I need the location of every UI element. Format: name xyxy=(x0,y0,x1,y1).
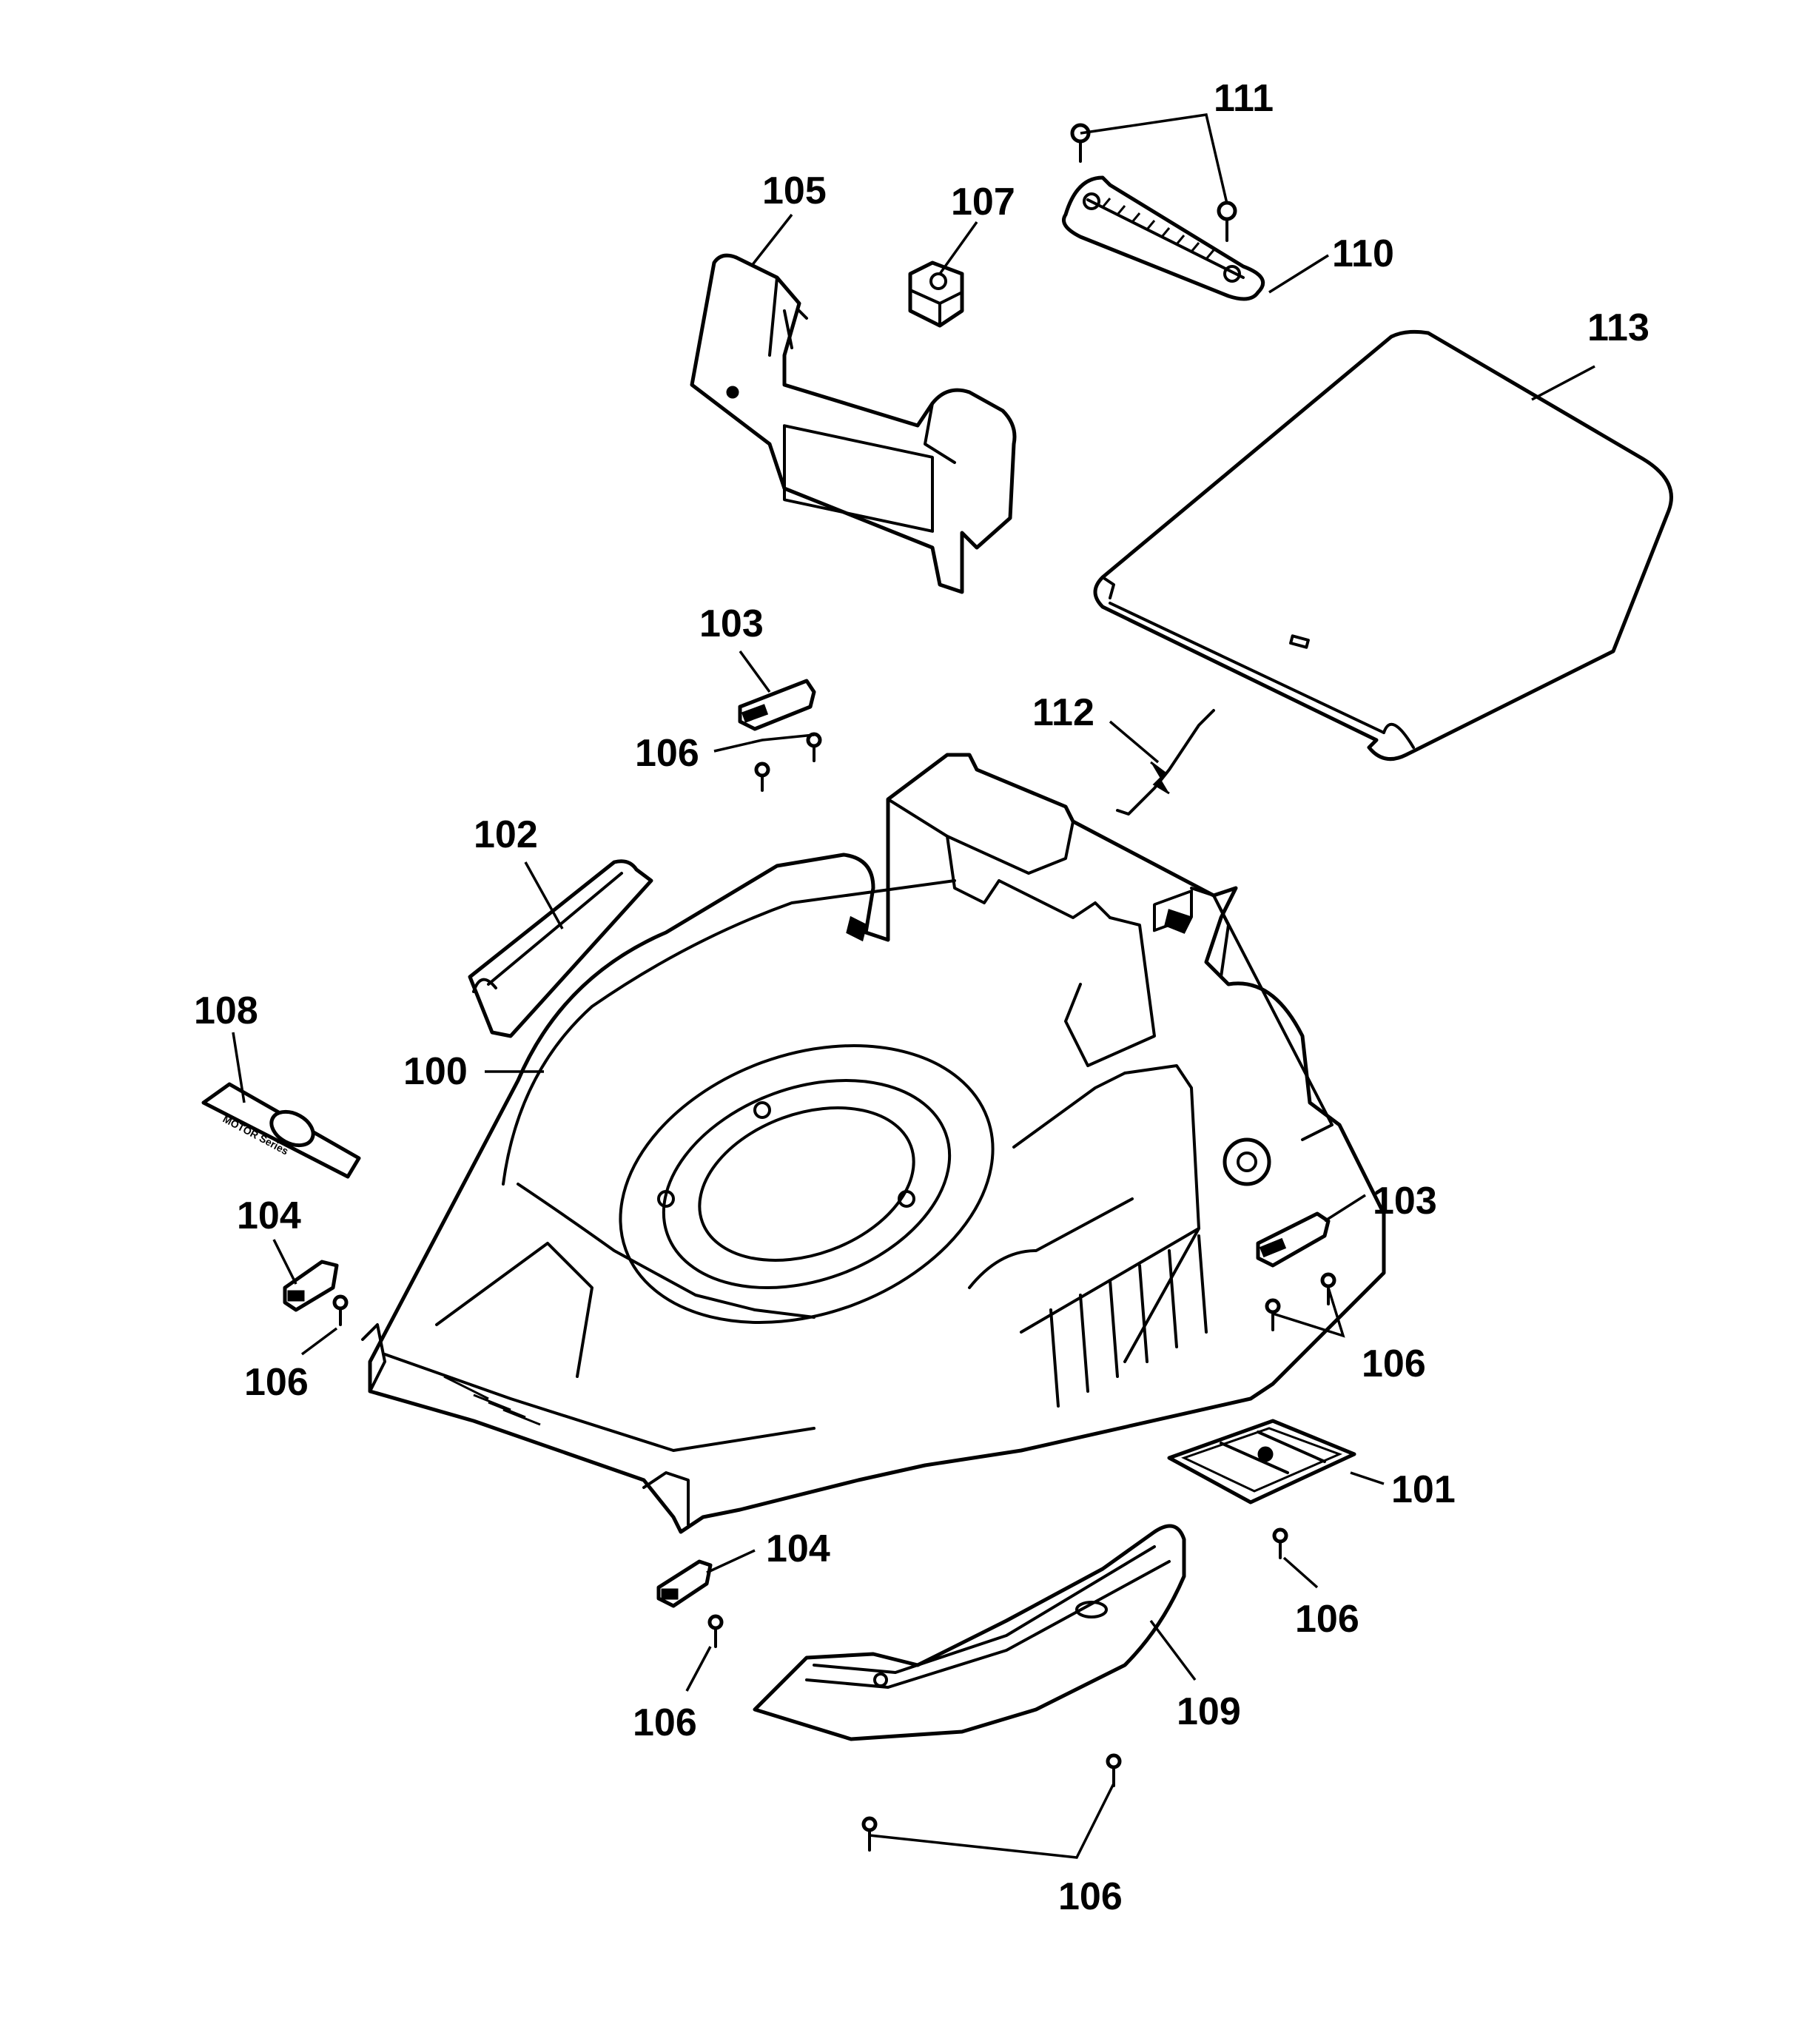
part-101-plate xyxy=(1167,1419,1356,1505)
part-106-screw-lowright xyxy=(1272,1527,1288,1559)
part-105-rear-housing xyxy=(690,253,1017,594)
part-106-screw-left xyxy=(332,1294,349,1326)
callout-106-bottom: 106 xyxy=(1058,1875,1123,1918)
callout-103-top: 103 xyxy=(699,602,764,645)
part-100-deck-housing xyxy=(361,753,1386,1534)
callout-111: 111 xyxy=(1214,77,1274,120)
callout-101: 101 xyxy=(1391,1468,1456,1511)
part-103-clip-right xyxy=(1256,1211,1331,1268)
part-110-handle xyxy=(1062,175,1265,301)
callout-100: 100 xyxy=(403,1050,468,1093)
callout-110: 110 xyxy=(1332,232,1394,275)
side-ribs xyxy=(1049,1234,1208,1408)
part-112-spring xyxy=(1116,709,1215,816)
front-vent-slots xyxy=(443,1375,541,1426)
callout-106-right: 106 xyxy=(1362,1342,1426,1385)
callout-106-lowright: 106 xyxy=(1295,1598,1359,1641)
part-102-cover-strip xyxy=(468,859,653,1038)
part-104-latch-left xyxy=(283,1260,339,1312)
callout-105: 105 xyxy=(762,169,827,212)
callout-108: 108 xyxy=(194,989,258,1032)
part-106-screw-bottom-b xyxy=(861,1816,878,1852)
part-108-emblem: MOTOR Series xyxy=(201,1082,361,1179)
callout-103-right: 103 xyxy=(1373,1180,1437,1223)
part-106-screw-top-a xyxy=(754,762,770,792)
callout-112: 112 xyxy=(1032,691,1094,734)
part-103-clip-top xyxy=(738,679,816,731)
callout-106-lowleft: 106 xyxy=(633,1701,697,1744)
callout-106-left: 106 xyxy=(244,1361,309,1404)
part-106-screw-right-b xyxy=(1265,1298,1281,1331)
part-106-screw-lowleft xyxy=(707,1614,724,1648)
handle-grip-ridges xyxy=(1101,198,1215,260)
callout-102: 102 xyxy=(474,813,538,856)
part-104-latch-bottom xyxy=(656,1559,713,1608)
callout-113: 113 xyxy=(1587,306,1649,349)
callout-107: 107 xyxy=(951,181,1015,223)
part-113-lid xyxy=(1093,329,1673,762)
part-111-screw-b xyxy=(1217,201,1237,242)
callout-104-bottom: 104 xyxy=(766,1527,830,1570)
part-107-bushing xyxy=(908,260,964,328)
part-106-screw-top-b xyxy=(806,732,822,762)
callout-109: 109 xyxy=(1177,1690,1241,1733)
callout-106-top: 106 xyxy=(635,732,699,775)
callout-104-left: 104 xyxy=(237,1194,301,1237)
part-106-screw-bottom-a xyxy=(1106,1753,1122,1787)
callout-labels: 111 105 107 110 113 103 112 106 102 108 … xyxy=(194,77,1649,1918)
part-111-screw-a xyxy=(1070,123,1091,163)
leader-lines xyxy=(232,113,1595,1859)
part-109-guard xyxy=(753,1524,1186,1741)
